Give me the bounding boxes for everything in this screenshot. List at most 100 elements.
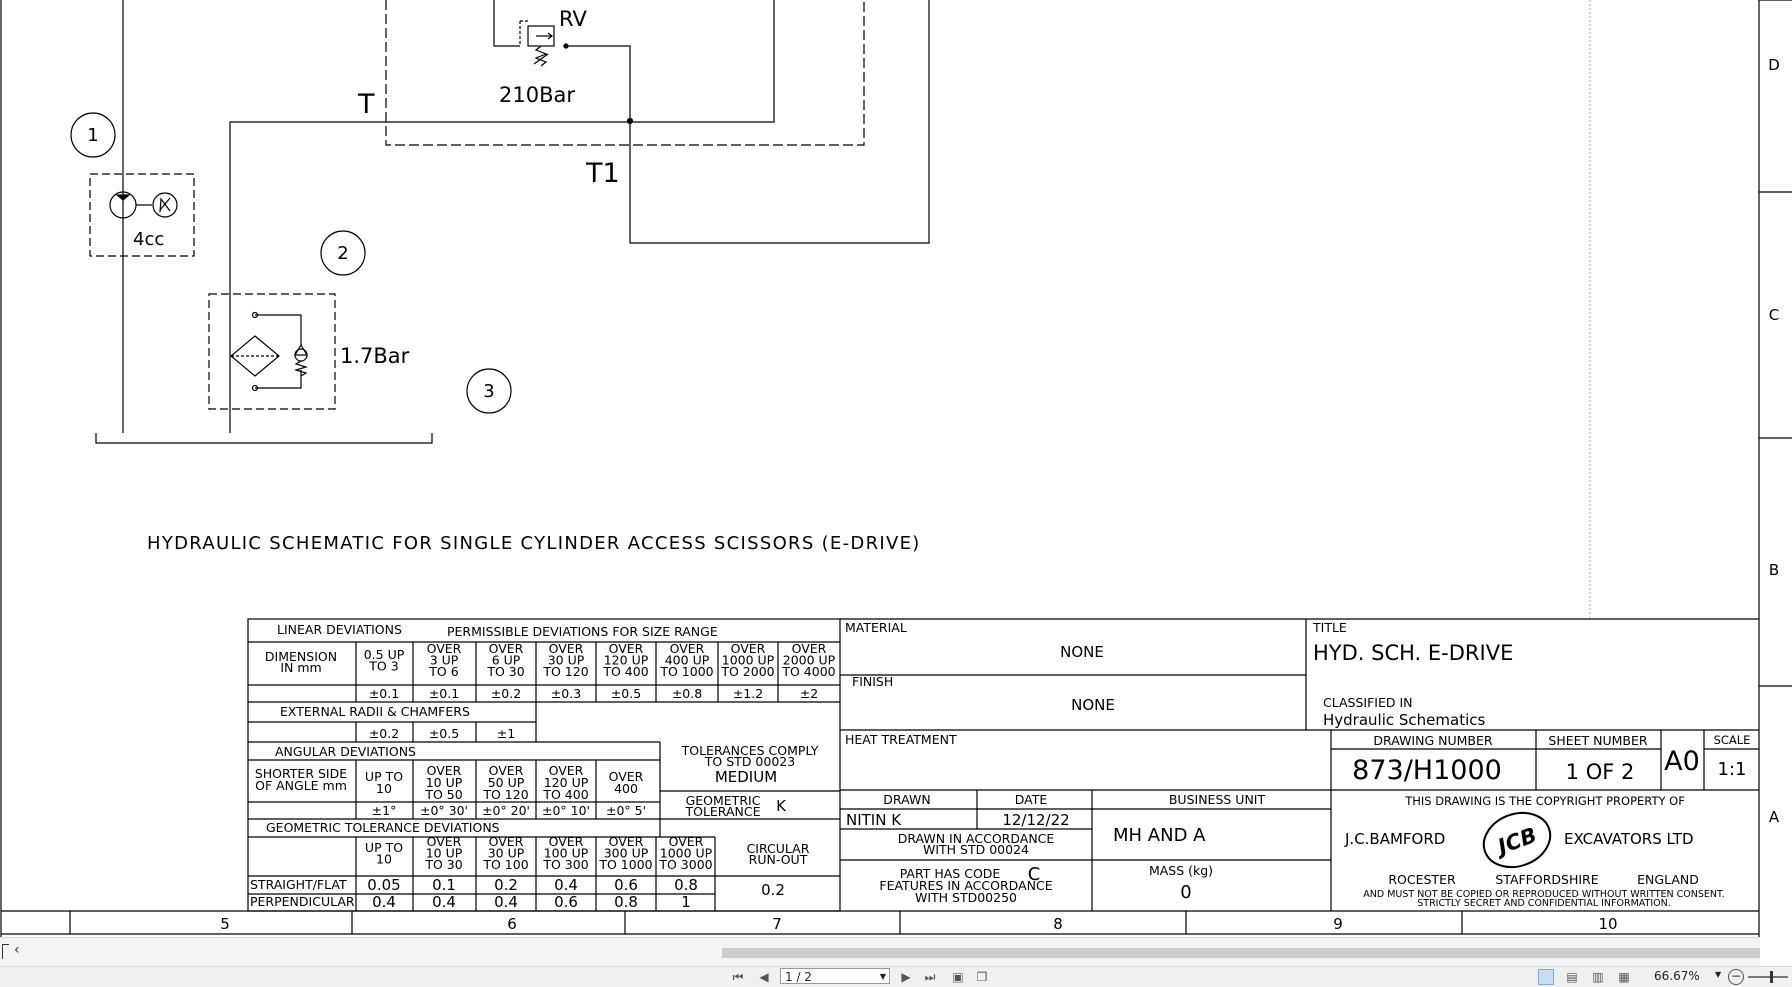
linear-range-header: 30 UP — [548, 653, 585, 668]
linear-tolerance-value: ±0.2 — [491, 686, 521, 701]
scroll-left-icon[interactable]: ‹ — [14, 942, 20, 958]
geometric-range-header: UP TO — [365, 840, 403, 855]
company-name-right: EXCAVATORS LTD — [1564, 830, 1694, 848]
part-code-line-3: WITH STD00250 — [915, 890, 1017, 905]
linear-tolerance-values: ±0.1±0.1±0.2±0.3±0.5±0.8±1.2±2 — [369, 686, 818, 701]
angular-range-header: 400 — [614, 781, 638, 796]
linear-tolerance-value: ±0.5 — [611, 686, 641, 701]
zone-col-9: 9 — [1333, 915, 1343, 933]
tank-t1-label: T1 — [585, 158, 620, 189]
geometric-range-header: OVER — [669, 834, 704, 849]
filter-pressure-label: 1.7Bar — [340, 344, 410, 368]
geometric-range-header: OVER — [427, 834, 462, 849]
linear-range-header: TO 3 — [368, 658, 398, 673]
address-country: ENGLAND — [1637, 872, 1699, 887]
zoom-slider[interactable] — [1748, 976, 1788, 978]
sheet-size: A0 — [1664, 746, 1700, 777]
straight-flat-label: STRAIGHT/FLAT — [250, 877, 347, 892]
linear-deviations-title: LINEAR DEVIATIONS — [277, 622, 402, 637]
linear-range-header: OVER — [489, 641, 524, 656]
zone-col-8: 8 — [1053, 915, 1063, 933]
angular-range-header: OVER — [609, 769, 644, 784]
geometric-range-header: OVER — [609, 834, 644, 849]
linear-range-header: TO 400 — [602, 664, 648, 679]
geometric-tolerance-class: K — [776, 797, 787, 815]
previous-page-icon[interactable]: ◀ — [759, 970, 769, 984]
horizontal-scrollbar[interactable]: ‹ — [0, 937, 1760, 967]
material-value: NONE — [1060, 643, 1104, 661]
angular-range-header: 10 UP — [426, 775, 463, 790]
last-page-icon[interactable]: ⏭ — [924, 970, 936, 984]
finish-value: NONE — [1071, 696, 1115, 714]
zoom-level[interactable]: 66.67% — [1654, 969, 1700, 983]
page-selector[interactable]: 1 / 2 ▼ — [780, 968, 890, 984]
single-page-view-icon[interactable] — [1538, 969, 1554, 985]
linear-range-header: TO 30 — [486, 664, 524, 679]
angular-tolerance-value: ±1° — [372, 803, 397, 818]
rv-label: RV — [559, 7, 587, 31]
perpendicular-value: 0.4 — [432, 893, 456, 911]
geometric-range-header: OVER — [549, 834, 584, 849]
geometric-range-header: TO 300 — [542, 857, 588, 872]
page-indicator: 1 / 2 — [785, 970, 812, 984]
angular-header-1: SHORTER SIDE — [255, 766, 347, 781]
zone-row-a: A — [1769, 808, 1780, 826]
angular-range-header: TO 120 — [482, 787, 528, 802]
scrollbar-thumb[interactable] — [722, 948, 1760, 958]
linear-tolerance-value: ±0.3 — [551, 686, 581, 701]
part-code-letter: C — [1028, 864, 1041, 885]
angular-tolerance-value: ±0° 10' — [542, 803, 590, 818]
angular-range-header: TO 400 — [542, 787, 588, 802]
address-town: ROCESTER — [1388, 872, 1456, 887]
angular-range-header: 10 — [376, 781, 392, 796]
facing-view-icon[interactable]: ▥ — [1592, 970, 1604, 984]
continuous-facing-view-icon[interactable]: ▦ — [1618, 970, 1630, 984]
perpendicular-value: 0.8 — [614, 893, 638, 911]
zone-row-c: C — [1769, 306, 1779, 324]
part-code-line-2: FEATURES IN ACCORDANCE — [879, 878, 1052, 893]
drawing-number: 873/H1000 — [1352, 755, 1502, 786]
sheet-number-label: SHEET NUMBER — [1548, 733, 1647, 748]
linear-tolerance-value: ±1.2 — [733, 686, 763, 701]
page-layout-icon[interactable]: ▣ — [952, 970, 964, 984]
perpendicular-value: 0.4 — [372, 893, 396, 911]
angular-tolerance-value: ±0° 30' — [420, 803, 468, 818]
radii-tolerance-value: ±0.2 — [369, 726, 399, 741]
chevron-down-icon: ▼ — [879, 972, 886, 981]
zone-col-10: 10 — [1598, 915, 1617, 933]
linear-range-header: OVER — [670, 641, 705, 656]
zoom-dropdown-icon[interactable]: ▼ — [1715, 970, 1722, 979]
zoom-out-icon[interactable]: − — [1728, 969, 1744, 985]
next-page-icon[interactable]: ▶ — [901, 970, 911, 984]
drawn-date: 12/12/22 — [1002, 811, 1069, 829]
first-page-icon[interactable]: ⏮ — [732, 970, 744, 984]
geometric-tolerance-label-2: TOLERANCE — [684, 804, 760, 819]
drawn-label: DRAWN — [883, 792, 930, 807]
linear-range-header: 0.5 UP — [364, 647, 405, 662]
balloon-1: 1 — [87, 125, 98, 146]
page-copy-icon[interactable]: ❐ — [976, 970, 988, 984]
scale-value: 1:1 — [1718, 759, 1747, 780]
angular-range-header: TO 50 — [424, 787, 462, 802]
geometric-range-header: 1000 UP — [660, 846, 713, 861]
comply-class: MEDIUM — [715, 768, 777, 786]
balloon-3: 3 — [483, 381, 494, 402]
linear-range-header: 1000 UP — [722, 653, 775, 668]
radii-title: EXTERNAL RADII & CHAMFERS — [280, 704, 470, 719]
permissible-deviations-title: PERMISSIBLE DEVIATIONS FOR SIZE RANGE — [447, 624, 718, 639]
zoom-slider-handle[interactable] — [1770, 971, 1773, 983]
linear-tolerance-value: ±0.1 — [429, 686, 459, 701]
continuous-view-icon[interactable]: ▤ — [1566, 970, 1578, 984]
geometric-range-header: TO 100 — [482, 857, 528, 872]
mass-label: MASS (kg) — [1149, 863, 1213, 878]
finish-label: FINISH — [852, 674, 893, 689]
classified-value: Hydraulic Schematics — [1323, 711, 1485, 729]
heat-treatment-label: HEAT TREATMENT — [845, 732, 957, 747]
angular-range-header: UP TO — [365, 769, 403, 784]
linear-range-header: 2000 UP — [783, 653, 836, 668]
radii-tolerance-values: ±0.2±0.5±1 — [369, 726, 515, 741]
